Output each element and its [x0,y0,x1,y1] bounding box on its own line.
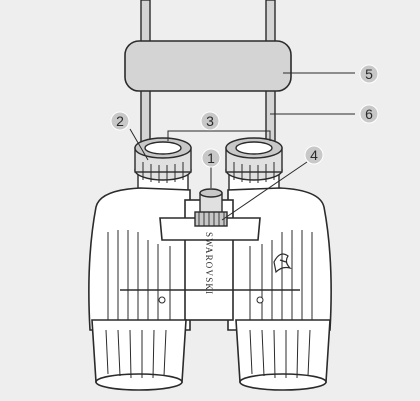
callout-3-label: 3 [206,113,214,129]
binocular-body [88,187,332,331]
callout-4: 4 [304,145,324,165]
left-eyepiece [134,137,192,199]
focus-knob [194,188,228,227]
rainguard-case [124,40,292,92]
callout-1: 1 [201,148,221,168]
callout-3: 3 [200,111,220,131]
callout-5-label: 5 [365,66,373,82]
callout-6-label: 6 [365,106,373,122]
objective-barrels [91,319,331,391]
screw-right [256,296,264,304]
callout-6: 6 [359,104,379,124]
callout-5: 5 [359,64,379,84]
screw-left [158,296,166,304]
leader-lines [129,72,355,221]
callout-1-label: 1 [207,150,215,166]
barrel-grooves [105,329,311,379]
callout-2-label: 2 [116,113,124,129]
hawk-icon [273,253,292,274]
armor-grooves [107,230,313,322]
callout-4-label: 4 [310,147,318,163]
callout-2: 2 [110,111,130,131]
brand-wordmark: SWAROVSKI [204,232,214,295]
